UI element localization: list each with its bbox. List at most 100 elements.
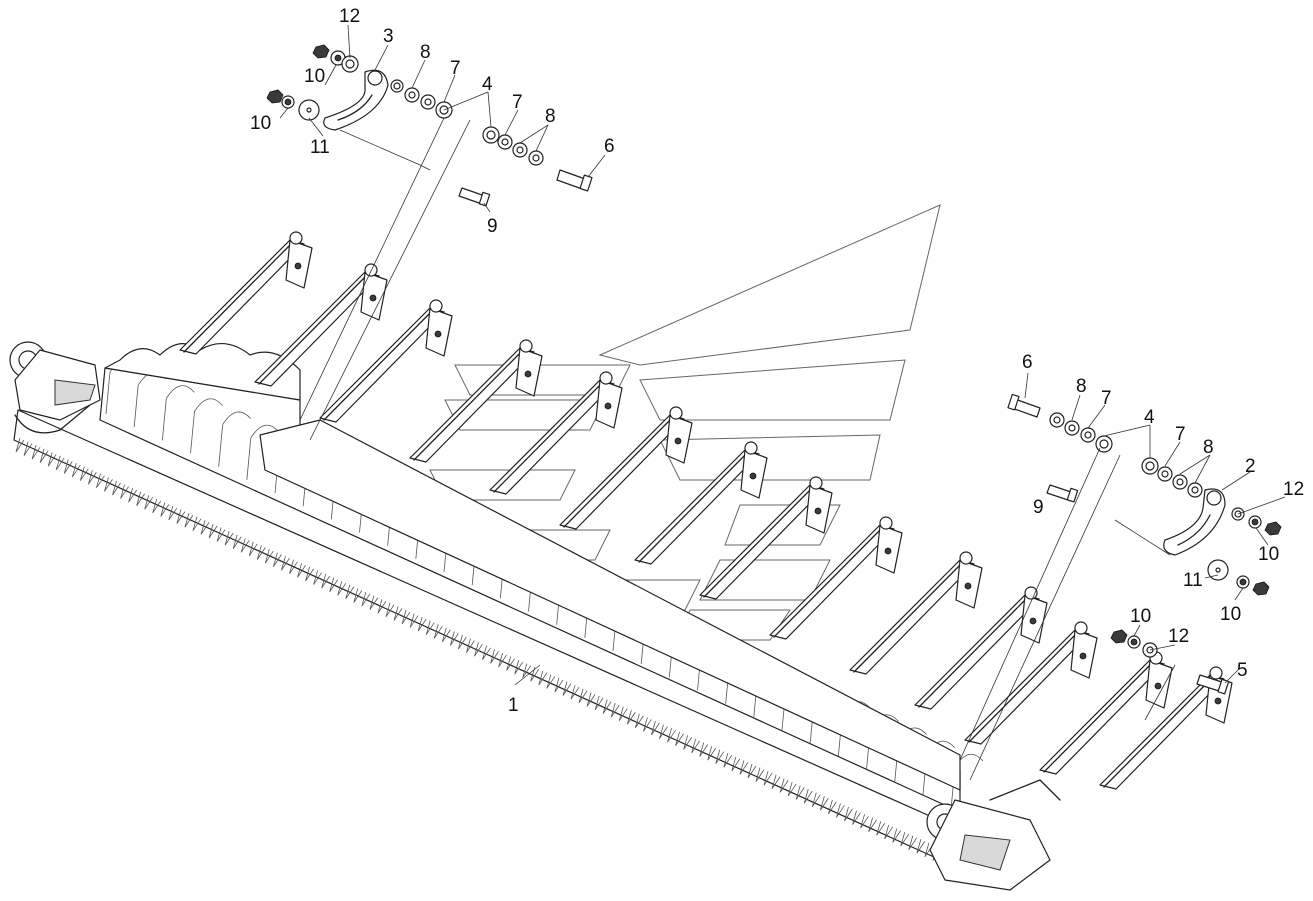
- tooth: [353, 588, 363, 603]
- reel-arm: [849, 551, 983, 675]
- right-gearbox: [926, 779, 1061, 891]
- tooth: [739, 760, 749, 775]
- panel-seam: [190, 411, 195, 454]
- reel-arm: [964, 621, 1098, 745]
- tooth: [916, 839, 926, 854]
- tooth: [755, 767, 765, 782]
- tooth: [795, 785, 805, 800]
- tooth: [39, 448, 49, 463]
- tooth: [96, 473, 105, 489]
- tooth: [828, 799, 837, 815]
- tooth: [634, 713, 644, 729]
- callout-9: 9: [487, 216, 498, 237]
- callout-7: 7: [450, 58, 461, 79]
- panel-arc: [250, 424, 280, 439]
- reel-arm: [699, 476, 833, 600]
- tooth: [417, 617, 427, 632]
- right-hardware: [1007, 393, 1282, 695]
- tooth: [892, 828, 902, 843]
- tooth: [618, 706, 628, 721]
- callout-6: 6: [1022, 352, 1033, 373]
- reel-arm: [769, 516, 903, 640]
- tooth: [425, 620, 435, 635]
- tooth: [401, 609, 411, 625]
- tooth: [546, 674, 556, 689]
- tooth: [811, 792, 821, 807]
- tooth: [433, 624, 443, 639]
- panel-seam: [133, 385, 139, 428]
- tooth: [112, 480, 121, 496]
- tooth: [659, 724, 668, 739]
- tooth: [47, 452, 57, 467]
- tooth: [884, 824, 894, 840]
- tooth: [466, 638, 475, 653]
- tooth: [675, 731, 684, 746]
- reel-arm: [634, 441, 768, 565]
- tooth: [449, 631, 459, 646]
- tooth: [747, 763, 757, 779]
- callout-12: 12: [1168, 626, 1189, 647]
- callout-10: 10: [1220, 604, 1241, 625]
- callout-10: 10: [1258, 544, 1279, 565]
- tooth: [860, 814, 869, 829]
- tooth: [369, 595, 379, 610]
- tooth: [530, 667, 540, 682]
- callout-7: 7: [1175, 424, 1186, 445]
- tooth: [393, 606, 403, 621]
- tooth: [763, 771, 773, 786]
- reel-arm: [179, 231, 313, 355]
- tooth: [409, 613, 419, 628]
- callout-8: 8: [420, 42, 431, 63]
- callout-10: 10: [304, 66, 325, 87]
- tooth: [844, 806, 853, 822]
- tooth: [779, 778, 789, 793]
- panel-arc: [194, 398, 223, 412]
- tooth: [345, 584, 355, 600]
- callout-6: 6: [604, 136, 615, 157]
- tooth: [819, 796, 829, 811]
- leader-lines: [279, 24, 1286, 781]
- reel-arm: [914, 586, 1048, 710]
- upper-left-hardware: [266, 44, 593, 207]
- callout-7: 7: [512, 92, 523, 113]
- tooth: [586, 692, 596, 707]
- callout-2: 2: [1245, 456, 1256, 477]
- cutter-teeth: [15, 437, 950, 865]
- tooth: [240, 538, 250, 553]
- tooth: [474, 642, 483, 657]
- tooth: [610, 703, 620, 718]
- tooth: [297, 563, 306, 578]
- tooth: [707, 745, 717, 761]
- tooth: [667, 728, 676, 743]
- tooth: [361, 591, 371, 607]
- callout-4: 4: [1144, 407, 1155, 428]
- reel-arm: [559, 406, 693, 530]
- tooth: [602, 699, 612, 714]
- tooth: [900, 831, 910, 847]
- tooth: [787, 781, 797, 797]
- panel-seam: [246, 437, 252, 480]
- tooth: [836, 803, 845, 818]
- reel-arm: [1039, 651, 1173, 775]
- tooth: [329, 577, 339, 592]
- callout-labels: 12 3 8 7 10 4 7 8 10 11 6 9 6 8 7 4 7 8 …: [250, 6, 1304, 716]
- tooth: [152, 498, 162, 514]
- tooth: [626, 710, 636, 725]
- tooth: [208, 523, 218, 539]
- tooth: [441, 627, 451, 643]
- tooth: [908, 835, 918, 850]
- tooth: [63, 459, 73, 474]
- tooth: [264, 548, 274, 564]
- reel-arms: [179, 231, 1233, 790]
- tooth: [570, 685, 580, 700]
- callout-5: 5: [1237, 660, 1248, 681]
- tooth: [224, 531, 234, 546]
- callout-10: 10: [1130, 606, 1151, 627]
- tooth: [160, 502, 170, 517]
- tooth: [482, 645, 491, 661]
- reel-arm: [254, 263, 388, 387]
- tooth: [377, 599, 387, 614]
- reel-arm: [409, 339, 543, 463]
- callout-11: 11: [1183, 570, 1203, 591]
